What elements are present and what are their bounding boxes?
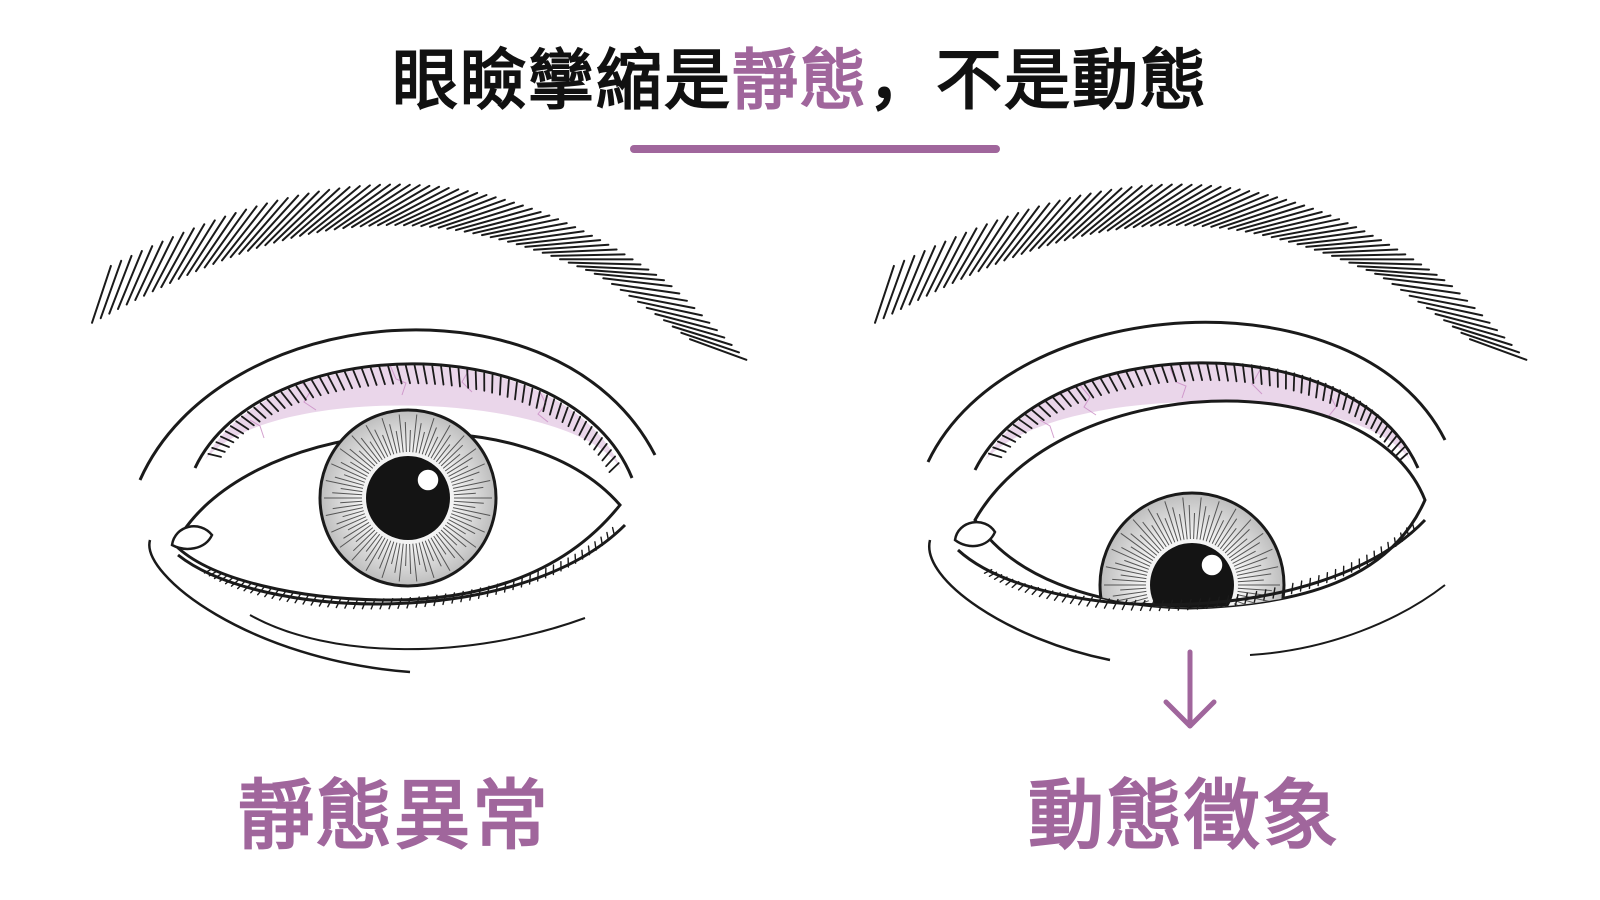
upper-lid-right — [973, 361, 1420, 471]
lower-lashes-left — [203, 526, 616, 610]
title-part1: 眼瞼攣縮是 — [392, 42, 732, 119]
lid-crease-left — [138, 328, 657, 481]
page-title: 眼瞼攣縮是靜態，不是動態 — [0, 36, 1600, 126]
iris-fibers-left — [324, 414, 492, 582]
cheek-fold-right — [928, 539, 1111, 662]
eye-left-normal — [91, 183, 748, 674]
lower-fold-left — [249, 614, 586, 651]
upper-lashes-right — [988, 361, 1409, 464]
lid-veins-right — [1039, 367, 1339, 439]
lower-lid-left — [177, 523, 627, 606]
caption-dynamic-sign: 動態徵象 — [1028, 771, 1340, 860]
eye-right-downgaze — [874, 183, 1528, 729]
eyebrow-left — [91, 183, 748, 361]
lower-fold-right — [1249, 584, 1446, 656]
upper-lid-tint-right — [985, 362, 1410, 460]
caption-static-abnormality: 靜態異常 — [238, 771, 550, 860]
title-highlight: 靜態 — [732, 42, 868, 119]
pupil-left — [366, 456, 450, 540]
pupil-highlight-right — [1200, 553, 1224, 577]
title-part2: ，不是動態 — [868, 42, 1208, 119]
title-underline — [630, 145, 1000, 153]
caruncle-right — [953, 520, 997, 548]
lower-lid-right — [956, 518, 1427, 607]
eyebrow-right — [874, 183, 1528, 361]
upper-lashes-left — [207, 364, 620, 474]
cheek-fold-left — [148, 539, 411, 674]
lid-crease-right — [926, 320, 1447, 463]
pupil-right — [1150, 543, 1234, 608]
lower-lashes-right — [983, 522, 1416, 612]
upper-lid-left — [193, 362, 634, 479]
caruncle-left — [170, 525, 214, 551]
pupil-highlight-left — [416, 468, 440, 492]
arrow-down-icon — [1163, 649, 1217, 729]
